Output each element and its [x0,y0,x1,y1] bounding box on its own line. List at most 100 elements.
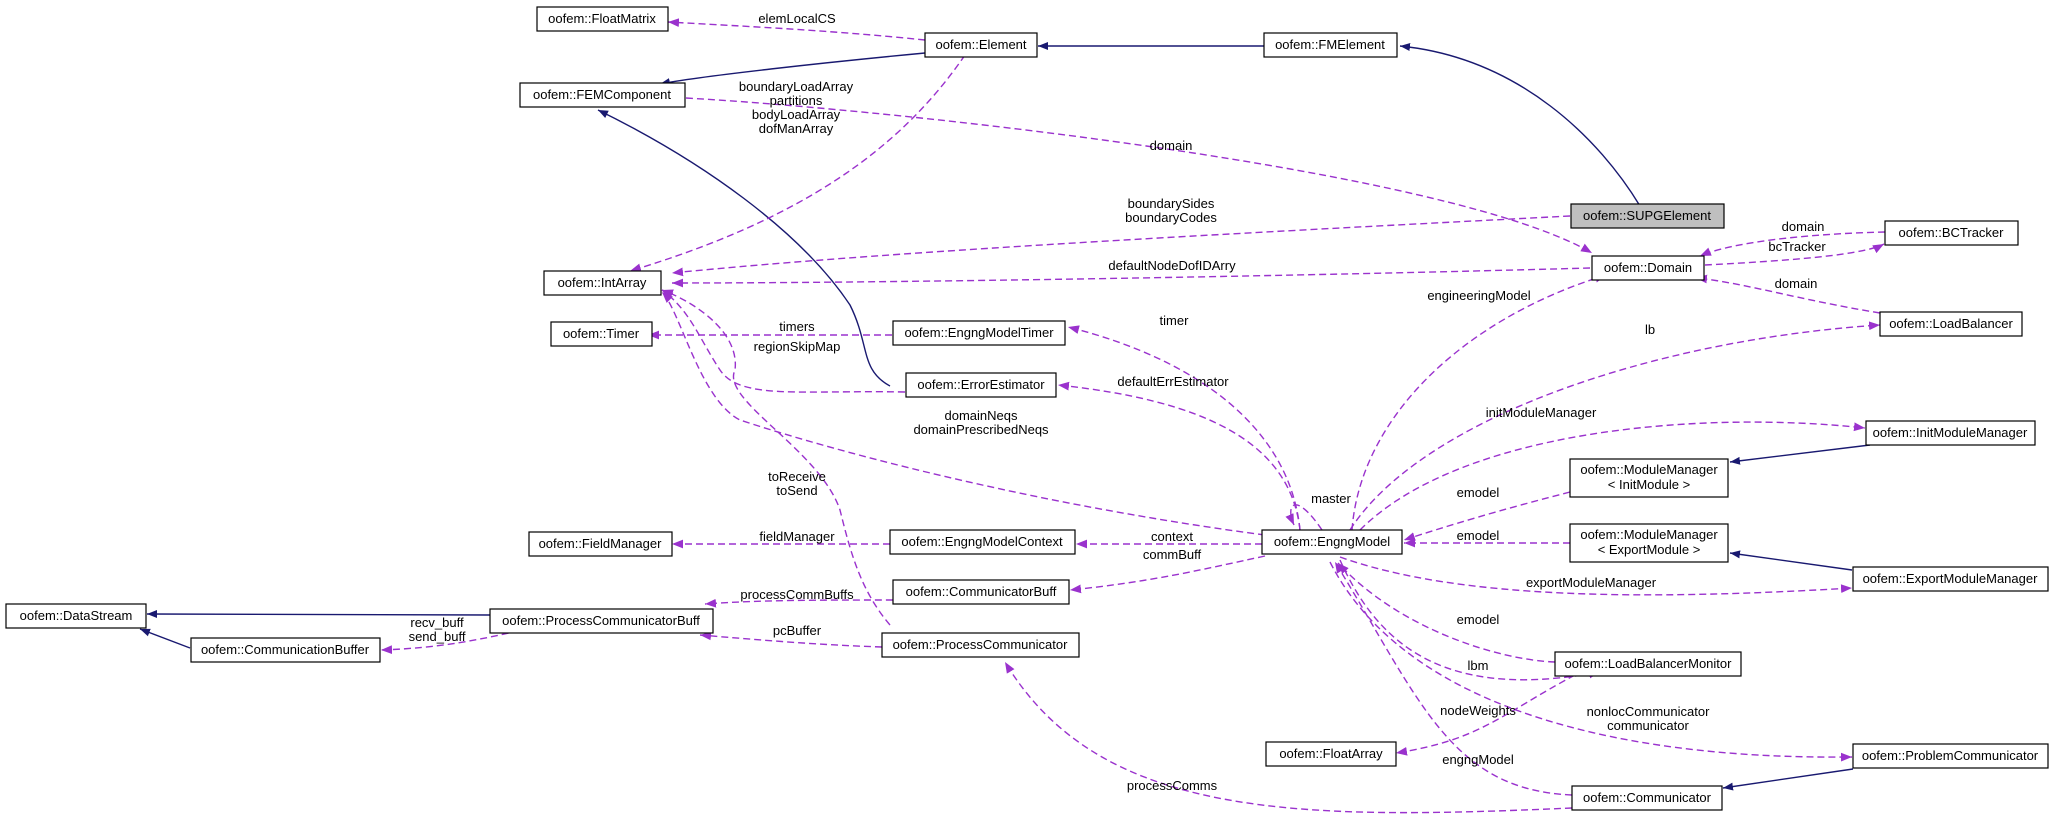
node-processcommunicator-label: oofem::ProcessCommunicator [893,637,1069,652]
node-intarray[interactable]: oofem::IntArray [543,270,662,296]
edge-errorestimator-femcomponent [597,109,891,387]
label-partitions: partitions [770,93,823,108]
label-domain-lb: domain [1775,276,1818,291]
edge-engngmodel-communicatorbuff [1069,555,1266,594]
node-datastream[interactable]: oofem::DataStream [5,603,147,629]
node-errorestimator-label: oofem::ErrorEstimator [917,377,1045,392]
edge-bctracker-domain [1699,231,1886,257]
node-engngmodel-label: oofem::EngngModel [1274,534,1390,549]
label-domainprescribedneqs: domainPrescribedNeqs [913,422,1049,437]
label-engineeringmodel: engineeringModel [1427,288,1530,303]
node-communicatorbuff[interactable]: oofem::CommunicatorBuff [892,579,1070,605]
edge-engngmodel-intarray [661,291,1266,536]
label-bctracker: bcTracker [1768,239,1826,254]
edge-loadbalancermonitor-floatarray [1395,674,1576,756]
edge-element-intarray [629,54,966,273]
node-fieldmanager-label: oofem::FieldManager [539,536,663,551]
node-modulemanager-init-label1: oofem::ModuleManager [1580,462,1718,477]
node-problemcommunicator-label: oofem::ProblemCommunicator [1862,748,2039,763]
edge-engngmodel-engngmodeltimer [1067,325,1301,531]
edge-initmm-modulemanager [1729,444,1871,465]
label-elemlocalcs: elemLocalCS [758,11,836,26]
node-modulemanager-init-label2: < InitModule > [1608,477,1690,492]
node-communicationbuffer-label: oofem::CommunicationBuffer [201,642,370,657]
edge-engngmodel-self [1285,504,1323,531]
label-tosend: toSend [776,483,817,498]
node-communicator[interactable]: oofem::Communicator [1571,785,1723,811]
edge-problemcomm-communicator [1722,768,1854,791]
label-defaultnodedofidarry: defaultNodeDofIDArry [1108,258,1236,273]
edge-modulemanager-init-engngmodel [1403,491,1571,541]
edge-supg-intarray [671,215,1571,277]
node-domain-label: oofem::Domain [1604,260,1692,275]
label-emodel-init: emodel [1457,485,1500,500]
node-datastream-label: oofem::DataStream [20,608,133,623]
node-bctracker-label: oofem::BCTracker [1899,225,2005,240]
node-loadbalancermonitor-label: oofem::LoadBalancerMonitor [1565,656,1733,671]
edge-domain-bctracker [1704,243,1885,266]
node-element[interactable]: oofem::Element [924,32,1038,58]
label-engngmodel: engngModel [1442,752,1514,767]
node-errorestimator[interactable]: oofem::ErrorEstimator [905,372,1057,398]
label-context: context [1151,529,1193,544]
edge-domain-intarray [671,267,1591,288]
node-femcomponent-label: oofem::FEMComponent [533,87,671,102]
node-communicationbuffer[interactable]: oofem::CommunicationBuffer [190,637,381,663]
label-recvbuff: recv_buff [410,615,464,630]
label-commbuff: commBuff [1143,547,1202,562]
edge-errorestimator-intarray [661,289,906,393]
node-exportmodulemanager[interactable]: oofem::ExportModuleManager [1852,566,2049,592]
node-timer-label: oofem::Timer [563,326,640,341]
node-initmodulemanager[interactable]: oofem::InitModuleManager [1865,420,2036,446]
label-exportmodulemanager: exportModuleManager [1526,575,1657,590]
label-pcbuffer: pcBuffer [773,623,822,638]
node-supgelement[interactable]: oofem::SUPGElement [1570,203,1725,229]
node-fieldmanager[interactable]: oofem::FieldManager [528,531,673,557]
node-engngmodelcontext-label: oofem::EngngModelContext [901,534,1063,549]
edges [139,18,1886,814]
label-boundarycodes: boundaryCodes [1125,210,1217,225]
node-fmelement[interactable]: oofem::FMElement [1263,32,1398,58]
label-emodel-export: emodel [1457,528,1500,543]
edge-pcbuff-datastream [146,610,491,619]
edge-engngmodel-domain [1351,274,1607,531]
node-modulemanager-export-label2: < ExportModule > [1598,542,1701,557]
node-modulemanager-export-label1: oofem::ModuleManager [1580,527,1718,542]
edge-engngmodel-initmm [1359,421,1866,531]
label-fieldmanager: fieldManager [759,529,835,544]
node-floatmatrix[interactable]: oofem::FloatMatrix [536,6,669,32]
node-floatarray[interactable]: oofem::FloatArray [1265,741,1397,767]
label-dofmanarray: dofManArray [759,121,834,136]
node-timer[interactable]: oofem::Timer [550,321,653,347]
label-master: master [1311,491,1351,506]
edge-commbuffer-datastream [139,628,191,649]
edge-engngmodel-loadbalancermonitor [1339,559,1601,681]
edge-labels: elemLocalCS boundaryLoadArray partitions… [409,11,1827,793]
edge-engngmodel-exportmm [1339,556,1853,596]
edge-exportmm-modulemanager [1729,550,1853,571]
node-bctracker[interactable]: oofem::BCTracker [1884,220,2019,246]
node-engngmodelcontext[interactable]: oofem::EngngModelContext [889,529,1076,555]
node-loadbalancer[interactable]: oofem::LoadBalancer [1879,311,2023,337]
node-processcommunicator[interactable]: oofem::ProcessCommunicator [881,632,1080,658]
node-supgelement-label: oofem::SUPGElement [1583,208,1711,223]
node-domain[interactable]: oofem::Domain [1591,255,1705,281]
label-processcomms: processComms [1127,778,1218,793]
edge-engngmodel-loadbalancer [1349,321,1881,531]
node-femcomponent[interactable]: oofem::FEMComponent [519,82,686,108]
node-modulemanager-init[interactable]: oofem::ModuleManager < InitModule > [1569,458,1729,498]
label-boundarysides: boundarySides [1128,196,1215,211]
edge-element-floatmatrix [667,18,926,41]
node-engngmodel[interactable]: oofem::EngngModel [1261,529,1403,555]
node-communicatorbuff-label: oofem::CommunicatorBuff [906,584,1057,599]
label-timers: timers [779,319,815,334]
node-processcommunicatorbuff[interactable]: oofem::ProcessCommunicatorBuff [489,608,714,634]
node-modulemanager-export[interactable]: oofem::ModuleManager < ExportModule > [1569,523,1729,563]
label-lbm: lbm [1468,658,1489,673]
label-defaulterrestimator: defaultErrEstimator [1117,374,1229,389]
node-loadbalancermonitor[interactable]: oofem::LoadBalancerMonitor [1554,651,1742,677]
node-problemcommunicator[interactable]: oofem::ProblemCommunicator [1852,743,2049,769]
node-engngmodeltimer[interactable]: oofem::EngngModelTimer [892,320,1066,346]
label-bodyloadarray: bodyLoadArray [752,107,841,122]
